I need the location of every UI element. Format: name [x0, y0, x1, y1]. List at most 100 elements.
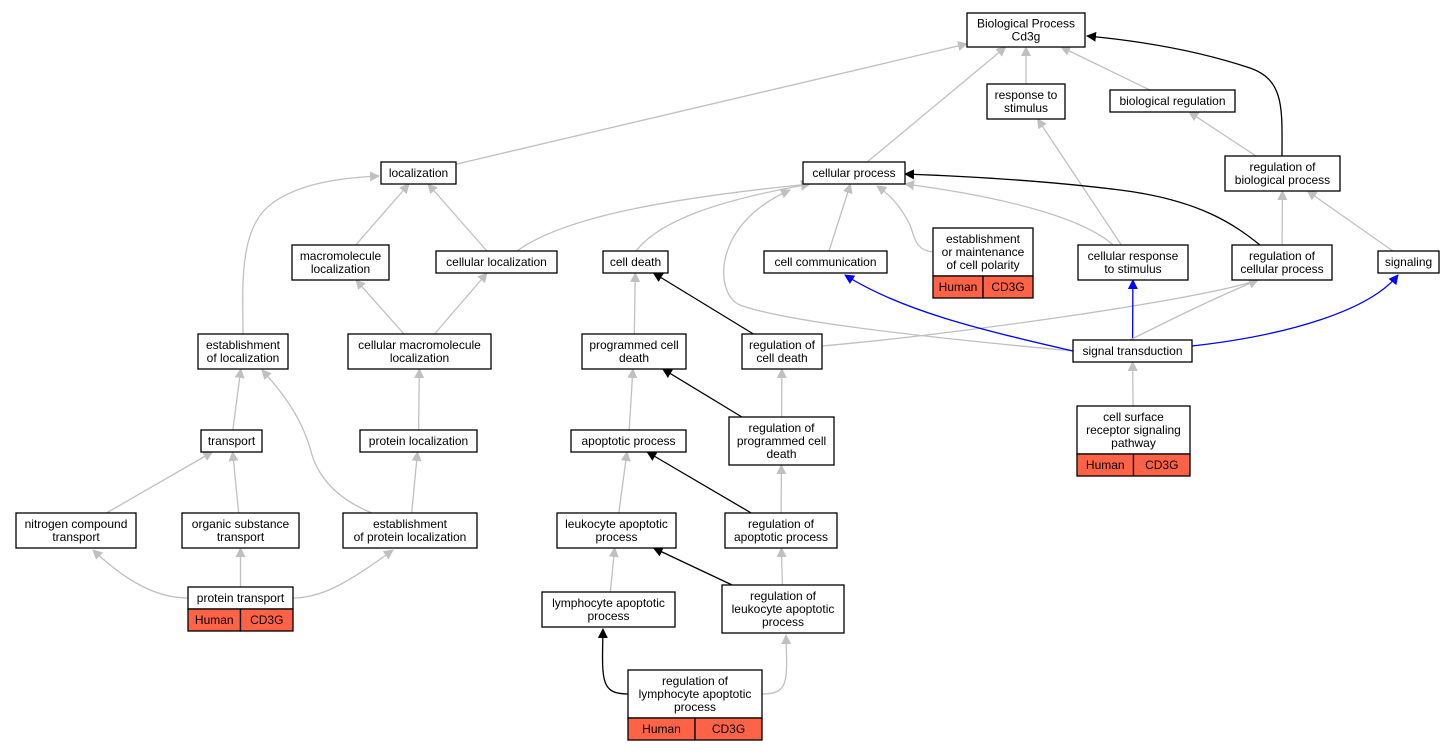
- edge-cell-surface-receptor-signaling-to-signal-transduction: [1127, 361, 1138, 407]
- edge-apoptotic-process-to-programmed-cell-death: [627, 368, 638, 431]
- node-label-line: of cell polarity: [946, 258, 1019, 272]
- node-label-line: regulation of: [750, 589, 817, 603]
- node-box: [15, 512, 137, 549]
- node-label-line: or maintenance: [942, 245, 1025, 259]
- edge-regulation-of-biological-process-to-biological-regulation: [1188, 111, 1257, 157]
- node-box: [570, 429, 687, 453]
- node-box: [291, 244, 390, 281]
- tag-label: CD3G: [991, 280, 1024, 294]
- node-cell-death[interactable]: cell death: [602, 250, 669, 274]
- node-box: [200, 429, 263, 453]
- node-box: [1109, 89, 1236, 113]
- node-label-line: localization: [311, 262, 370, 276]
- node-label-line: stimulus: [1004, 101, 1048, 115]
- edge-regulation-of-leukocyte-apoptotic-process-to-regulation-of-apoptotic-process: [776, 547, 787, 586]
- node-box: [181, 512, 300, 549]
- node-label-line: lymphocyte apoptotic: [552, 596, 665, 610]
- edge-macromolecule-localization-to-localization: [355, 183, 410, 246]
- node-apoptotic-process[interactable]: apoptotic process: [570, 429, 687, 453]
- node-label-line: transport: [52, 530, 100, 544]
- node-transport[interactable]: transport: [200, 429, 263, 453]
- node-label-line: localization: [390, 351, 449, 365]
- node-label-line: organic substance: [192, 517, 290, 531]
- edge-cellular-macromolecule-localization-to-macromolecule-localization: [355, 279, 405, 335]
- node-box: [602, 250, 669, 274]
- node-protein-localization[interactable]: protein localization: [359, 429, 478, 453]
- node-label-line: death: [766, 447, 796, 461]
- edge-establishment-cell-polarity-to-cellular-process: [876, 185, 934, 253]
- node-signaling[interactable]: signaling: [1377, 250, 1440, 274]
- node-label-line: programmed cell: [737, 434, 826, 448]
- edge-organic-substance-transport-to-transport: [228, 451, 240, 514]
- node-label-line: cell death: [756, 351, 807, 365]
- edge-transport-to-establishment-of-localization: [232, 368, 245, 431]
- edge-regulation-of-apoptotic-process-to-apoptotic-process: [646, 451, 752, 514]
- tag-label: Human: [939, 280, 978, 294]
- node-cell-communication[interactable]: cell communication: [763, 250, 888, 274]
- tag-label: CD3G: [1145, 458, 1178, 472]
- edge-layer: [92, 31, 1399, 695]
- edge-cellular-process-to-root: [866, 46, 1007, 163]
- tag-label: Human: [195, 613, 234, 627]
- node-label-line: of localization: [207, 351, 280, 365]
- edge-protein-localization-to-cellular-macromolecule-localization: [414, 368, 425, 431]
- node-label-line: Cd3g: [1012, 30, 1041, 44]
- node-label-line: protein localization: [369, 434, 468, 448]
- node-label-line: death: [619, 351, 649, 365]
- node-box: [1231, 244, 1333, 281]
- node-box: [802, 161, 906, 185]
- node-label-line: cell communication: [774, 255, 876, 269]
- node-label-line: response to: [995, 88, 1058, 102]
- node-box: [541, 591, 676, 628]
- edge-establishment-of-localization-to-localization: [242, 171, 380, 335]
- tag-cell: [239, 608, 294, 632]
- node-box: [724, 512, 838, 549]
- node-box: [342, 512, 478, 549]
- node-label-line: signal transduction: [1082, 344, 1182, 358]
- node-label-line: biological regulation: [1119, 94, 1225, 108]
- node-label-line: leukocyte apoptotic: [565, 517, 668, 531]
- node-label-line: macromolecule: [300, 249, 382, 263]
- edge-signal-transduction-to-cellular-process: [723, 189, 1074, 352]
- node-box: [1072, 339, 1193, 363]
- node-label-line: signaling: [1385, 255, 1432, 269]
- node-label-line: establishment: [946, 232, 1021, 246]
- node-box: [347, 333, 492, 370]
- node-label-line: pathway: [1111, 436, 1156, 450]
- node-box: [581, 333, 687, 370]
- node-signal-transduction[interactable]: signal transduction: [1072, 339, 1193, 363]
- edge-signal-transduction-to-signaling: [1191, 274, 1399, 347]
- node-cellular-localization[interactable]: cellular localization: [435, 250, 558, 274]
- node-box: [1377, 250, 1440, 274]
- node-cellular-process[interactable]: cellular process: [802, 161, 906, 185]
- edge-cellular-localization-to-cellular-process: [516, 179, 811, 252]
- node-biological-regulation[interactable]: biological regulation: [1109, 89, 1236, 113]
- edge-establishment-of-protein-localization-to-establishment-of-localization: [261, 369, 373, 514]
- edge-regulation-of-leukocyte-apoptotic-process-to-leukocyte-apoptotic-process: [652, 547, 733, 586]
- node-localization[interactable]: localization: [380, 161, 457, 185]
- node-label-line: process: [595, 530, 637, 544]
